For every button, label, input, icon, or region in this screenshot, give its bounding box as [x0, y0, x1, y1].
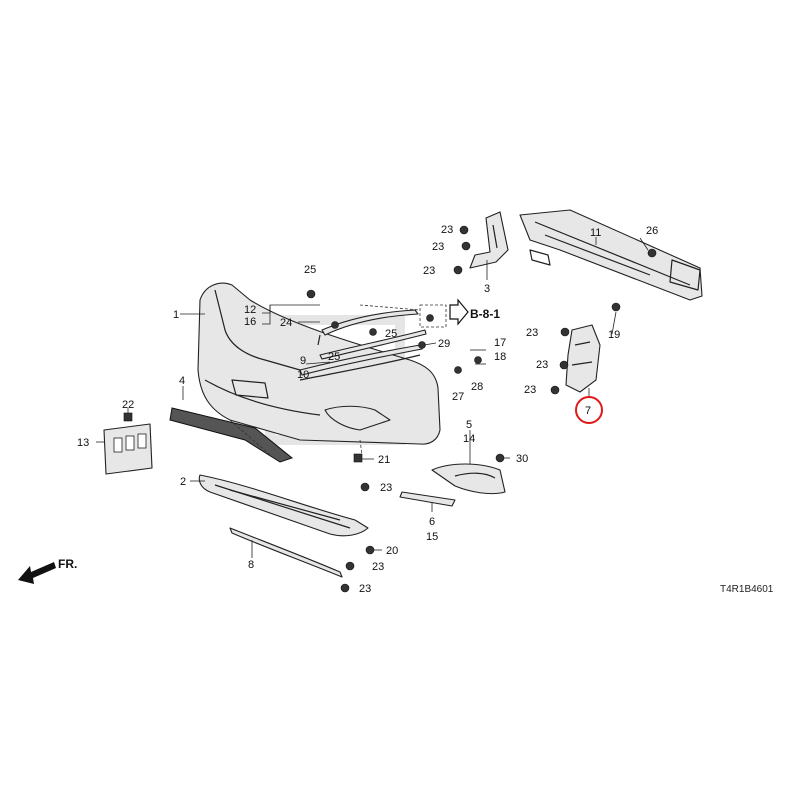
callout-1[interactable]: 1 [173, 309, 179, 321]
callout-2[interactable]: 2 [180, 476, 186, 488]
callout-23-c[interactable]: 23 [423, 265, 435, 277]
callout-3[interactable]: 3 [484, 283, 490, 295]
callout-21[interactable]: 21 [378, 454, 390, 466]
upper-molding[interactable] [317, 309, 419, 346]
callout-20[interactable]: 20 [386, 545, 398, 557]
figure-code: T4R1B4601 [720, 584, 774, 595]
callout-23-e[interactable]: 23 [536, 359, 548, 371]
leader-lines [96, 237, 649, 558]
callout-10[interactable]: 10 [297, 369, 309, 381]
front-direction-label: FR. [58, 557, 77, 571]
trim-strips[interactable] [299, 329, 427, 376]
callout-30[interactable]: 30 [516, 453, 528, 465]
callout-26[interactable]: 26 [646, 225, 658, 237]
callout-11[interactable]: 11 [590, 227, 601, 239]
callout-22[interactable]: 22 [122, 399, 134, 411]
ref-label: B-8-1 [470, 307, 500, 321]
callout-labels: 1 2 3 4 5 6 7 8 9 10 11 12 13 14 15 16 1… [77, 224, 658, 595]
lower-lip-strip[interactable] [229, 527, 343, 578]
callout-15[interactable]: 15 [426, 531, 438, 543]
callout-18[interactable]: 18 [494, 351, 506, 363]
fog-garnish[interactable] [431, 463, 506, 495]
callout-14[interactable]: 14 [463, 433, 475, 445]
callout-25-b[interactable]: 25 [385, 328, 397, 340]
lower-grille[interactable] [169, 407, 294, 463]
upper-side-bracket[interactable] [469, 211, 509, 269]
highlight-ring [575, 396, 603, 424]
ref-arrow-b-8-1[interactable]: B-8-1 [449, 298, 500, 326]
callout-9[interactable]: 9 [300, 355, 306, 367]
callout-29[interactable]: 29 [438, 338, 450, 350]
callout-27[interactable]: 27 [452, 391, 464, 403]
callout-24[interactable]: 24 [280, 317, 292, 329]
callout-28[interactable]: 28 [471, 381, 483, 393]
callout-7[interactable]: 7 [585, 405, 591, 417]
callout-13[interactable]: 13 [77, 437, 89, 449]
front-bumper-face[interactable] [197, 282, 441, 445]
callout-19[interactable]: 19 [608, 329, 620, 341]
callout-8[interactable]: 8 [248, 559, 254, 571]
callout-23-a[interactable]: 23 [441, 224, 453, 236]
callout-4[interactable]: 4 [179, 375, 185, 387]
callout-23-d[interactable]: 23 [526, 327, 538, 339]
callout-17[interactable]: 17 [494, 337, 506, 349]
callout-25-a[interactable]: 25 [304, 264, 316, 276]
callout-23-i[interactable]: 23 [359, 583, 371, 595]
reflector-strip[interactable] [399, 491, 456, 507]
callout-6[interactable]: 6 [429, 516, 435, 528]
fasteners [123, 225, 657, 593]
callout-23-g[interactable]: 23 [380, 482, 392, 494]
bumper-beam[interactable] [519, 209, 703, 301]
callout-25-c[interactable]: 25 [328, 351, 340, 363]
front-direction-arrow: FR. [18, 557, 77, 584]
callout-5[interactable]: 5 [466, 419, 472, 431]
side-spacer-bracket[interactable] [565, 324, 601, 393]
under-cover[interactable] [198, 474, 369, 537]
callout-23-f[interactable]: 23 [524, 384, 536, 396]
callout-23-b[interactable]: 23 [432, 241, 444, 253]
callout-23-h[interactable]: 23 [372, 561, 384, 573]
callout-12[interactable]: 12 [244, 304, 256, 316]
callout-16[interactable]: 16 [244, 316, 256, 328]
license-plate-bracket[interactable] [103, 423, 153, 475]
